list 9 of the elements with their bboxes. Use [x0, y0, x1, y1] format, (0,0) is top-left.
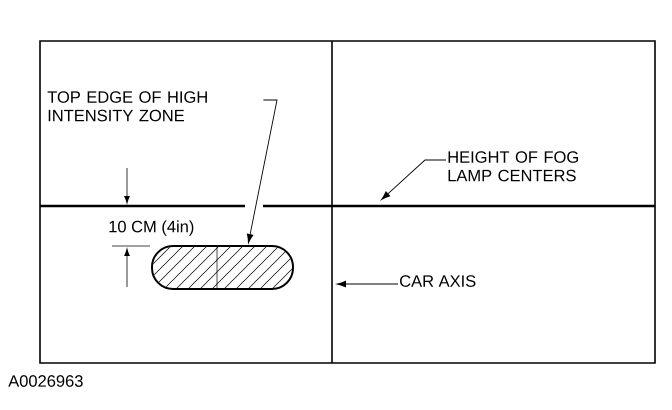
- figure-number: A0026963: [8, 375, 83, 387]
- hatched-zone: [151, 245, 294, 290]
- leader-arrow: [246, 100, 278, 244]
- callout-text: CAR AXIS: [400, 275, 476, 287]
- leader-arrow: [381, 160, 446, 200]
- dimension-label: 10 CM (4in): [109, 220, 194, 236]
- leader-arrow: [336, 280, 398, 288]
- callout-text: HEIGHT OF FOG LAMP CENTERS: [448, 151, 578, 182]
- callout-text: TOP EDGE OF HIGH INTENSITY ZONE: [48, 91, 207, 122]
